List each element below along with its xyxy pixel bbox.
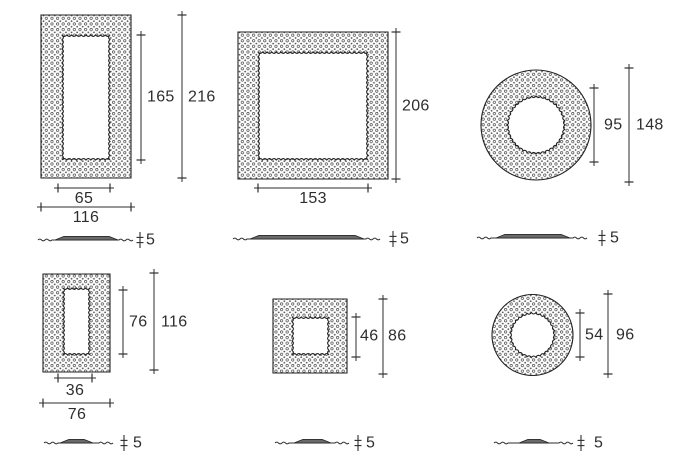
gasket-frame-shape <box>272 298 348 374</box>
dim-label-outer-height: 86 <box>388 328 406 345</box>
gasket-frame-shape <box>237 31 389 180</box>
dimension-line-horizontal <box>39 398 114 408</box>
dimension-line-vertical <box>391 28 401 183</box>
dimension-line-vertical <box>118 286 128 358</box>
figure-graphics <box>232 28 401 247</box>
dim-label-outer-width: 76 <box>68 406 86 423</box>
figure-rectangle-small: 76 116 36 76 5 <box>39 269 187 452</box>
dim-label-inner-diameter: 95 <box>604 117 622 134</box>
gasket-cross-section <box>293 439 332 444</box>
dim-label-inner-width: 153 <box>299 190 327 207</box>
figure-square-small: 46 86 5 <box>272 295 406 452</box>
gasket-frame-shape <box>40 14 132 179</box>
figure-ring-large: 95 148 5 <box>476 64 664 247</box>
gasket-cross-section <box>59 439 94 444</box>
dimension-line-horizontal <box>37 202 135 212</box>
figure-graphics <box>476 64 634 246</box>
side-profile-view <box>476 230 606 246</box>
figure-graphics <box>39 269 159 451</box>
dimension-line-vertical <box>575 309 585 361</box>
dim-label-inner-height: 46 <box>360 328 378 345</box>
figure-rectangle-large: 165 216 65 116 5 <box>37 11 216 249</box>
dimension-line-vertical <box>378 295 388 378</box>
side-profile-view <box>232 231 397 247</box>
gasket-frame-shape <box>491 293 574 377</box>
dim-label-inner-width: 36 <box>66 382 84 399</box>
dim-label-outer-width: 116 <box>73 209 99 226</box>
dimension-line-horizontal <box>54 183 114 193</box>
gasket-cross-section <box>54 236 119 241</box>
dim-label-thickness: 5 <box>133 435 142 452</box>
dim-label-thickness: 5 <box>366 435 375 452</box>
dimension-line-vertical <box>603 290 613 378</box>
figure-graphics <box>37 11 187 248</box>
dim-label-outer-height: 206 <box>402 98 430 115</box>
dim-label-thickness: 5 <box>594 435 603 452</box>
gasket-cross-section <box>249 235 365 240</box>
dim-label-thickness: 5 <box>610 230 619 247</box>
dim-label-thickness: 5 <box>146 232 155 249</box>
thickness-tick-symbol <box>389 231 397 247</box>
side-profile-view <box>274 435 362 451</box>
dim-label-outer-diameter: 148 <box>636 117 664 134</box>
dim-label-inner-height: 165 <box>147 89 175 106</box>
dimension-line-vertical <box>624 64 634 186</box>
dim-label-thickness: 5 <box>400 231 409 248</box>
dimension-line-vertical <box>589 84 599 166</box>
dimension-line-horizontal <box>54 373 96 383</box>
dimension-line-vertical <box>149 269 159 374</box>
thickness-tick-symbol <box>136 232 144 248</box>
side-profile-view <box>43 435 128 451</box>
dim-label-inner-height: 76 <box>129 314 147 331</box>
dimension-line-vertical <box>177 11 187 182</box>
dim-label-outer-diameter: 96 <box>616 327 634 344</box>
gasket-frame-shape <box>42 273 111 373</box>
dimension-line-vertical <box>351 313 361 361</box>
dimension-line-horizontal <box>254 183 372 193</box>
gasket-cross-section <box>495 234 571 239</box>
dim-label-outer-height: 116 <box>161 314 187 331</box>
thickness-tick-symbol <box>598 230 606 246</box>
thickness-tick-symbol <box>577 435 585 451</box>
figure-graphics <box>272 295 388 451</box>
gasket-cross-section <box>518 439 550 444</box>
dim-label-inner-diameter: 54 <box>585 327 603 344</box>
figure-graphics <box>491 290 613 451</box>
thickness-tick-symbol <box>354 435 362 451</box>
side-profile-view <box>37 232 144 248</box>
thickness-tick-symbol <box>120 435 128 451</box>
figure-ring-small: 54 96 5 <box>491 290 634 452</box>
side-profile-view <box>493 435 585 451</box>
dim-label-inner-width: 65 <box>75 190 93 207</box>
figure-square-large: 206 153 5 <box>232 28 430 248</box>
gasket-frame-shape <box>480 69 592 181</box>
dim-label-outer-height: 216 <box>188 89 216 106</box>
dimension-line-vertical <box>136 31 146 164</box>
